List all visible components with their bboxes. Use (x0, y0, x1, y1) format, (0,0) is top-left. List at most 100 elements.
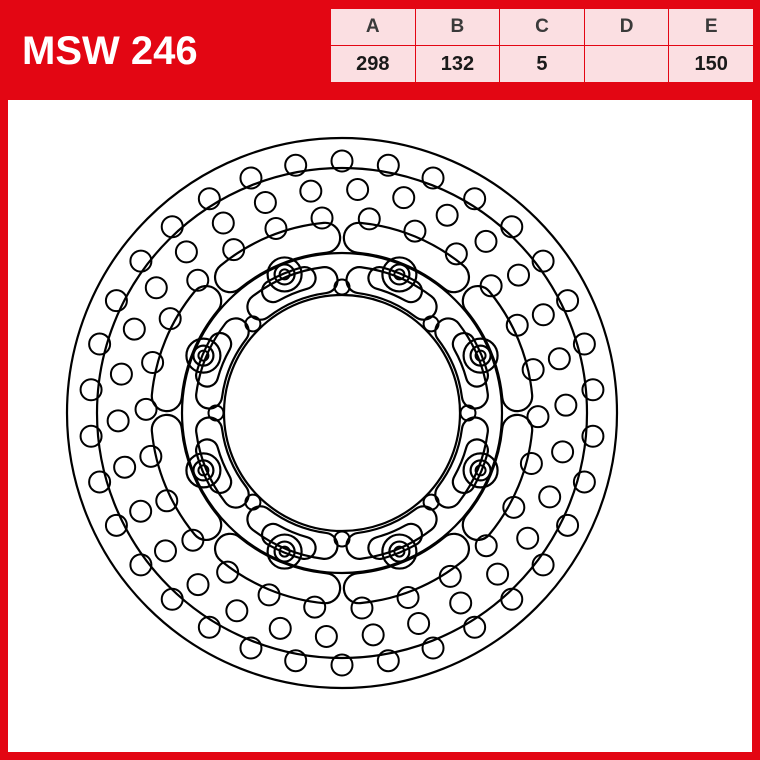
cooling-hole (303, 595, 327, 619)
cooling-hole (502, 495, 526, 519)
cooling-hole (197, 615, 221, 639)
carrier-vane-outer (461, 413, 534, 541)
cooling-hole (284, 153, 308, 177)
column-header-c: C (499, 8, 585, 46)
cooling-hole (531, 553, 555, 577)
cooling-hole (516, 526, 540, 550)
cell-value-c: 5 (499, 45, 585, 83)
cooling-hole (376, 153, 400, 177)
cooling-hole (581, 378, 605, 402)
cooling-hole (264, 216, 288, 240)
cooling-hole (314, 624, 338, 648)
cooling-hole (160, 215, 184, 239)
cooling-hole (106, 409, 130, 433)
cooling-hole (122, 317, 146, 341)
cooling-hole (521, 358, 545, 382)
cooling-hole (239, 636, 263, 660)
cooling-hole (392, 186, 416, 210)
hub-bolt-hole (422, 493, 440, 511)
cooling-hole (113, 455, 137, 479)
carrier-vane-outer (342, 532, 470, 605)
cooling-hole (299, 179, 323, 203)
carrier-slot-short (195, 438, 233, 494)
cell-value-a: 298 (330, 45, 416, 83)
cooling-hole (79, 378, 103, 402)
cooling-hole (88, 470, 112, 494)
float-button-outer (381, 256, 418, 293)
cooling-hole (572, 332, 596, 356)
cooling-hole (526, 405, 550, 429)
float-button-outer (462, 337, 499, 374)
carrier-slot-short (451, 332, 489, 388)
hub-bolt-hole (459, 404, 477, 422)
column-header-b: B (414, 8, 501, 46)
cooling-hole (556, 513, 580, 537)
cooling-hole (350, 596, 374, 620)
cooling-hole (346, 178, 370, 202)
cooling-hole (186, 573, 210, 597)
spec-table: A B C D E 298 132 5 150 (330, 8, 754, 83)
cooling-hole (357, 207, 381, 231)
cooling-hole (153, 539, 177, 563)
float-button-outer (266, 256, 303, 293)
hub-bolt-hole (422, 315, 440, 333)
cooling-hole (505, 313, 529, 337)
float-button-outer (381, 533, 418, 570)
cooling-hole (129, 553, 153, 577)
column-header-d: D (583, 8, 670, 46)
hub-bolt-hole (207, 404, 225, 422)
drawing-frame (0, 100, 760, 760)
cooling-hole (435, 203, 459, 227)
cooling-hole (211, 211, 235, 235)
carrier-vane-outer (214, 532, 342, 605)
page-title: MSW 246 (22, 29, 198, 73)
float-button-outer (266, 533, 303, 570)
cooling-hole (257, 583, 281, 607)
carrier-vane-outer (150, 413, 223, 541)
cooling-hole (538, 485, 562, 509)
cooling-hole (186, 268, 210, 292)
hub-bolt-hole (244, 493, 262, 511)
hub-bolt-hole (333, 278, 351, 296)
cooling-hole (109, 362, 133, 386)
float-button-outer (185, 337, 222, 374)
cooling-hole (376, 649, 400, 673)
cooling-hole (519, 451, 543, 475)
carrier-vane-outer (214, 221, 342, 294)
float-button-outer (185, 452, 222, 489)
cooling-hole (463, 187, 487, 211)
carrier-vane-outer (150, 285, 223, 413)
cooling-hole (268, 616, 292, 640)
cooling-hole (581, 424, 605, 448)
cooling-hole (284, 649, 308, 673)
hub-bolt-hole (333, 530, 351, 548)
cooling-hole (88, 332, 112, 356)
cooling-hole (361, 623, 385, 647)
cooling-hole (554, 393, 578, 417)
cell-value-b: 132 (414, 45, 501, 83)
cooling-hole (396, 586, 420, 610)
cooling-hole (134, 397, 158, 421)
float-button-outer (462, 452, 499, 489)
carrier-slot-short (261, 522, 317, 560)
cooling-hole (144, 276, 168, 300)
cooling-hole (155, 489, 179, 513)
cooling-hole (104, 513, 128, 537)
table-row: 298 132 5 150 (330, 45, 754, 83)
column-header-a: A (330, 8, 416, 46)
cooling-hole (160, 587, 184, 611)
hub-bolt-hole (244, 315, 262, 333)
cooling-hole (474, 229, 498, 253)
cooling-hole (158, 307, 182, 331)
carrier-slot-short (261, 266, 317, 304)
carrier-slot-short (367, 266, 423, 304)
cooling-hole (197, 187, 221, 211)
cooling-hole (104, 289, 128, 313)
cooling-hole (330, 149, 354, 173)
cooling-hole (556, 289, 580, 313)
carrier-slot-short (195, 332, 233, 388)
cooling-hole (551, 440, 575, 464)
cell-value-e: 150 (668, 45, 754, 83)
cooling-hole (531, 303, 555, 327)
